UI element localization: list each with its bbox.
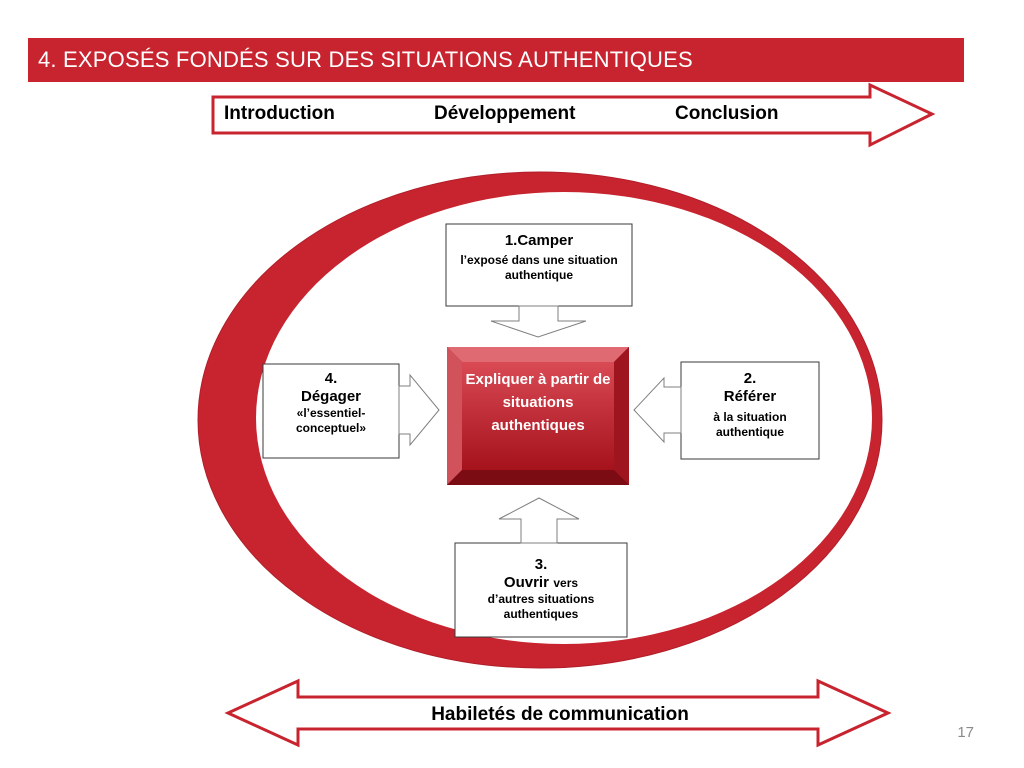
communication-double-arrow <box>224 678 892 748</box>
phase-introduction: Introduction <box>224 103 335 124</box>
step-ouvrir: 3. Ouvrir vers d’autres situations authe… <box>455 556 627 622</box>
arrow-right <box>398 373 440 447</box>
step-camper: 1.Camper l’exposé dans une situation aut… <box>446 232 632 283</box>
step-ouvrir-title: Ouvrir <box>503 574 549 591</box>
step-degager-title: Dégager <box>300 388 362 405</box>
arrow-left <box>633 376 682 444</box>
step-ouvrir-number: 3. <box>534 556 548 573</box>
step-camper-detail: l’exposé dans une situation authentique <box>460 253 618 282</box>
step-degager: 4. Dégager «l’essentiel-conceptuel» <box>263 370 399 436</box>
step-referer-detail: à la situation authentique <box>713 410 787 439</box>
phase-development: Développement <box>434 103 576 124</box>
communication-label: Habiletés de communication <box>431 704 689 725</box>
step-box-referer <box>680 361 820 460</box>
slide-title: 4. EXPOSÉS FONDÉS SUR DES SITUATIONS AUT… <box>28 38 964 82</box>
step-ouvrir-detail: d’autres situations authentiques <box>487 592 595 621</box>
step-referer-title: Référer <box>723 388 777 405</box>
center-label: Expliquer à partir de situations authent… <box>465 371 611 434</box>
phase-arrow <box>211 82 936 148</box>
step-referer: 2. Référer à la situation authentique <box>681 370 819 440</box>
step-ouvrir-detail-inline: vers <box>553 576 579 590</box>
arrow-down <box>490 305 587 338</box>
step-box-degager <box>262 363 400 459</box>
step-degager-detail: «l’essentiel-conceptuel» <box>295 406 367 435</box>
arrow-up <box>498 497 580 544</box>
center-box <box>447 347 629 485</box>
page-number: 17 <box>957 724 974 741</box>
step-box-ouvrir <box>454 542 628 638</box>
phase-conclusion: Conclusion <box>675 103 779 124</box>
step-camper-title: 1.Camper <box>504 232 574 249</box>
step-referer-number: 2. <box>743 370 757 387</box>
step-degager-number: 4. <box>324 370 338 387</box>
